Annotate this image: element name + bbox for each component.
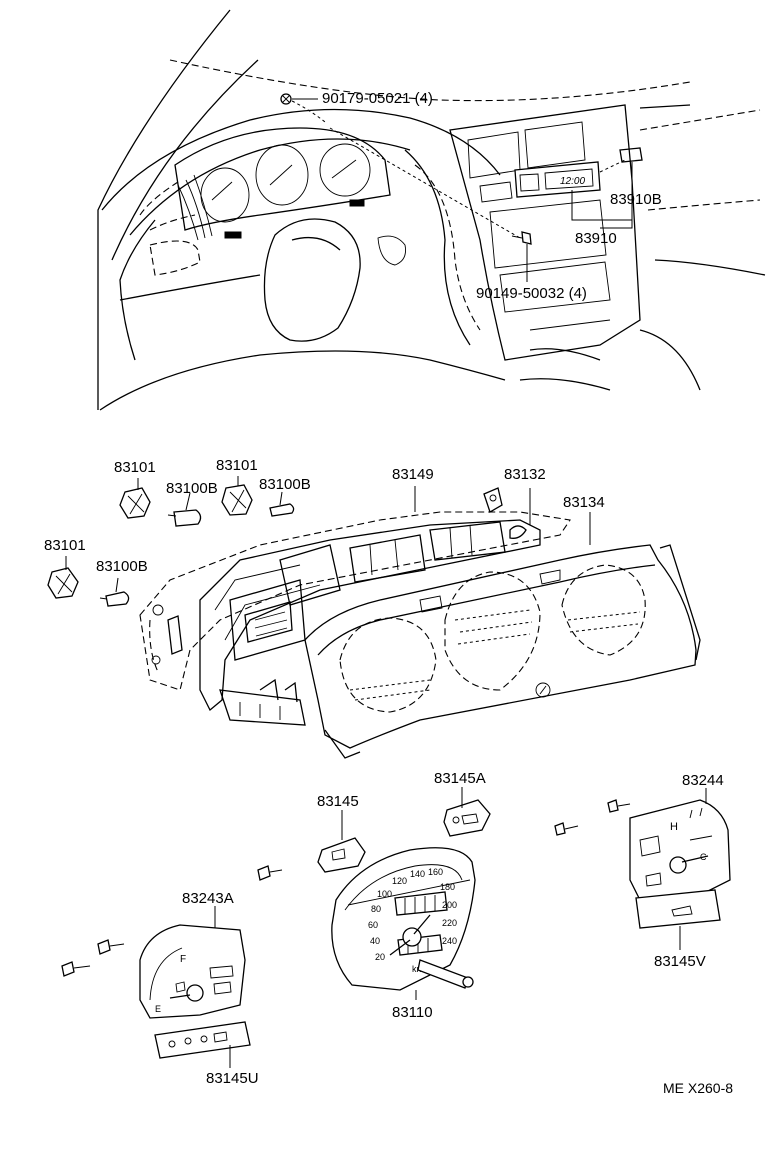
temp-low-mark: C <box>700 852 707 862</box>
screw-icon <box>554 822 579 836</box>
label-83110: 83110 <box>392 1004 433 1021</box>
bulb-icon <box>99 591 130 607</box>
fuel-full-mark: F <box>180 954 186 965</box>
label-83244: 83244 <box>682 772 724 789</box>
label-83134: 83134 <box>563 494 605 511</box>
fuel-gauge-83243a: F E <box>139 924 246 1019</box>
label-83101-b: 83101 <box>216 457 258 474</box>
speed-tick: 240 <box>442 936 457 946</box>
speed-tick: 160 <box>428 867 443 877</box>
speed-tick: 40 <box>370 936 380 946</box>
speed-tick: 120 <box>392 876 407 886</box>
fuel-empty-mark: E <box>155 1004 161 1014</box>
speed-tick: 180 <box>440 882 455 892</box>
speed-tick: 200 <box>442 900 457 910</box>
indicator-plate-83145 <box>317 837 366 873</box>
diagram-code: ME X260-8 <box>663 1080 733 1096</box>
screw-icon <box>97 939 125 955</box>
speed-tick: 220 <box>442 918 457 928</box>
label-83149: 83149 <box>392 466 434 483</box>
label-83910b: 83910B <box>610 191 662 208</box>
label-90149-50032: 90149-50032 (4) <box>476 285 587 302</box>
speed-tick: 140 <box>410 869 425 879</box>
label-83100b-a: 83100B <box>166 480 218 497</box>
bulb-icon <box>167 509 202 527</box>
speed-tick: 20 <box>375 952 385 962</box>
bulb-socket-icon <box>119 487 151 519</box>
bulb-socket-icon <box>47 567 79 599</box>
indicator-plate-83145u <box>154 1021 251 1059</box>
label-83145u: 83145U <box>206 1070 259 1087</box>
label-83101-a: 83101 <box>114 459 156 476</box>
label-83910: 83910 <box>575 230 617 247</box>
screw-icon <box>257 865 283 881</box>
label-83243a: 83243A <box>182 890 234 907</box>
label-83145a: 83145A <box>434 770 486 787</box>
label-83100b-c: 83100B <box>96 558 148 575</box>
label-83101-c: 83101 <box>44 537 86 554</box>
speed-tick: 60 <box>368 920 378 930</box>
bulb-icon <box>269 503 295 517</box>
dashboard-overview: 12:00 <box>97 9 766 411</box>
speed-tick: 100 <box>377 889 392 899</box>
speed-tick: 80 <box>371 904 381 914</box>
clock-display: 12:00 <box>560 176 585 187</box>
cluster-exploded <box>47 476 701 759</box>
speedometer-83110: km/h 20 40 60 80 100 120 140 160 180 200… <box>331 847 476 991</box>
bulb-socket-icon <box>221 484 253 516</box>
label-83145v: 83145V <box>654 953 706 970</box>
screw-icon <box>61 961 91 977</box>
label-83100b-b: 83100B <box>259 476 311 493</box>
screw-icon <box>607 799 631 813</box>
temp-high-mark: H <box>670 821 678 833</box>
label-83132: 83132 <box>504 466 546 483</box>
label-90179-05021: 90179-05021 (4) <box>322 90 433 107</box>
indicator-plate-83145a <box>443 799 491 837</box>
label-83145: 83145 <box>317 793 359 810</box>
indicator-plate-83145v <box>635 889 721 929</box>
temp-gauge-83244: H C <box>629 799 731 901</box>
